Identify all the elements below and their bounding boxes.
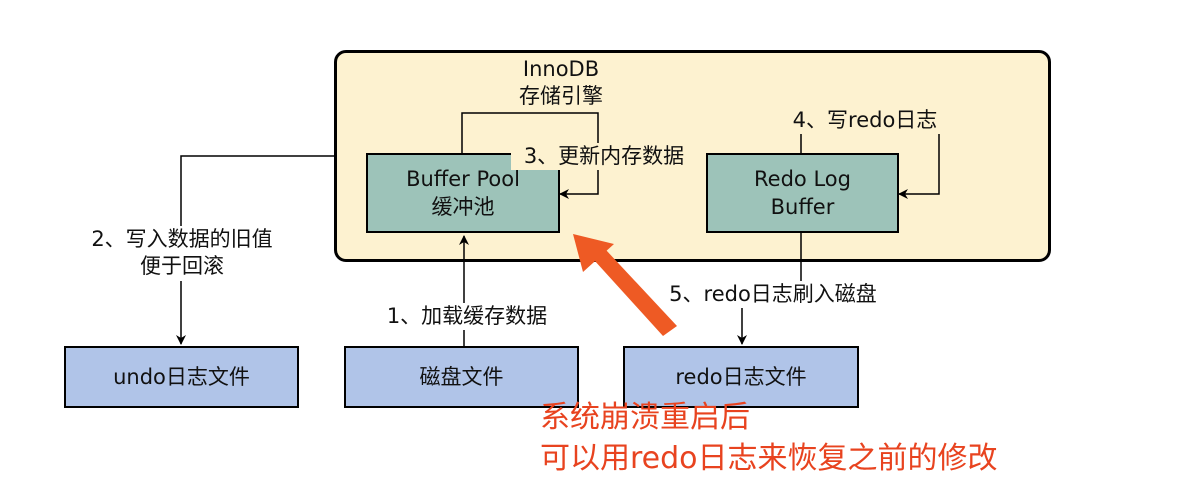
- redo-log-file-box: redo日志文件: [623, 346, 859, 408]
- arrow-to-undo-file: [176, 155, 334, 345]
- recovery-note-line2: 可以用redo日志来恢复之前的修改: [540, 440, 998, 476]
- step5-label: 5、redo日志刷入磁盘: [667, 281, 879, 309]
- step2-label: 2、写入数据的旧值 便于回滚: [80, 226, 284, 281]
- step2-label-line1: 2、写入数据的旧值: [91, 227, 273, 251]
- engine-title-line1: InnoDB: [522, 57, 600, 81]
- recovery-note: 系统崩溃重启后 可以用redo日志来恢复之前的修改: [540, 398, 998, 479]
- engine-title: InnoDB 存储引擎: [494, 56, 628, 111]
- redo-log-buffer-label-line1: Redo Log: [754, 166, 851, 191]
- buffer-pool-sublabel: 缓冲池: [431, 195, 495, 219]
- step4-label: 4、写redo日志: [786, 107, 944, 135]
- arrow-update-memory: [461, 112, 599, 199]
- recovery-note-line1: 系统崩溃重启后: [540, 400, 750, 435]
- disk-file-label: 磁盘文件: [419, 364, 504, 389]
- disk-file-box: 磁盘文件: [344, 346, 579, 408]
- buffer-pool-label: Buffer Pool: [406, 166, 520, 191]
- redo-log-buffer-box: Redo Log Buffer: [706, 153, 899, 233]
- step3-label: 3、更新内存数据: [511, 143, 697, 171]
- redo-log-file-label: redo日志文件: [675, 364, 807, 389]
- step1-label: 1、加载缓存数据: [374, 303, 560, 331]
- redo-log-buffer-label-line2: Buffer: [770, 195, 835, 219]
- engine-title-line2: 存储引擎: [519, 84, 603, 109]
- recovery-arrow: [573, 234, 677, 336]
- undo-log-file-label: undo日志文件: [113, 364, 250, 389]
- undo-log-file-box: undo日志文件: [64, 346, 299, 408]
- step2-label-line2: 便于回滚: [140, 254, 224, 279]
